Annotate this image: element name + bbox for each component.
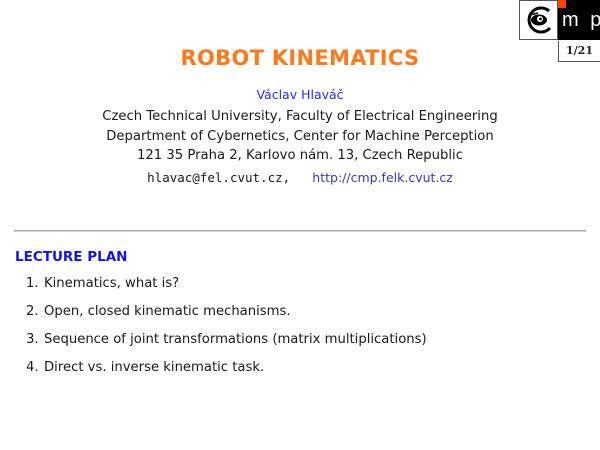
list-item: 4. Direct vs. inverse kinematic task. xyxy=(26,359,427,387)
logo-text: m p xyxy=(562,9,600,31)
logo-mp-box: m p xyxy=(558,0,600,40)
page-indicator: 1/21 xyxy=(558,41,600,62)
item-number: 1. xyxy=(26,276,39,291)
list-item: 3. Sequence of joint transformations (mat… xyxy=(26,331,427,359)
website-link[interactable]: http://cmp.felk.cvut.cz xyxy=(312,170,453,185)
horizontal-divider xyxy=(14,230,586,232)
logo-eye-box xyxy=(519,0,558,40)
item-number: 2. xyxy=(26,304,39,319)
affiliation-line: Czech Technical University, Faculty of E… xyxy=(102,109,498,124)
contact-line: hlavac@fel.cvut.cz, http://cmp.felk.cvut… xyxy=(0,170,600,186)
affiliation-line: 121 35 Praha 2, Karlovo nám. 13, Czech R… xyxy=(137,148,463,163)
list-item: 2. Open, closed kinematic mechanisms. xyxy=(26,303,427,331)
list-item: 1. Kinematics, what is? xyxy=(26,275,427,303)
item-number: 4. xyxy=(26,360,39,375)
item-number: 3. xyxy=(26,332,39,347)
lecture-plan-heading: LECTURE PLAN xyxy=(15,249,128,265)
logo-orange-square xyxy=(558,0,566,8)
cmp-logo: m p xyxy=(519,0,600,40)
item-text: Sequence of joint transformations (matri… xyxy=(44,332,427,347)
slide-title: ROBOT KINEMATICS xyxy=(180,46,420,70)
lecture-plan-list: 1. Kinematics, what is? 2. Open, closed ki… xyxy=(26,275,427,387)
email-address: hlavac@fel.cvut.cz, xyxy=(147,170,291,185)
item-text: Kinematics, what is? xyxy=(44,276,180,291)
affiliation-block: Czech Technical University, Faculty of E… xyxy=(0,107,600,166)
item-text: Direct vs. inverse kinematic task. xyxy=(44,360,265,375)
affiliation-line: Department of Cybernetics, Center for Ma… xyxy=(106,128,494,144)
eye-icon xyxy=(527,6,552,34)
item-text: Open, closed kinematic mechanisms. xyxy=(44,304,291,319)
author-name: Václav Hlaváč xyxy=(256,87,344,102)
